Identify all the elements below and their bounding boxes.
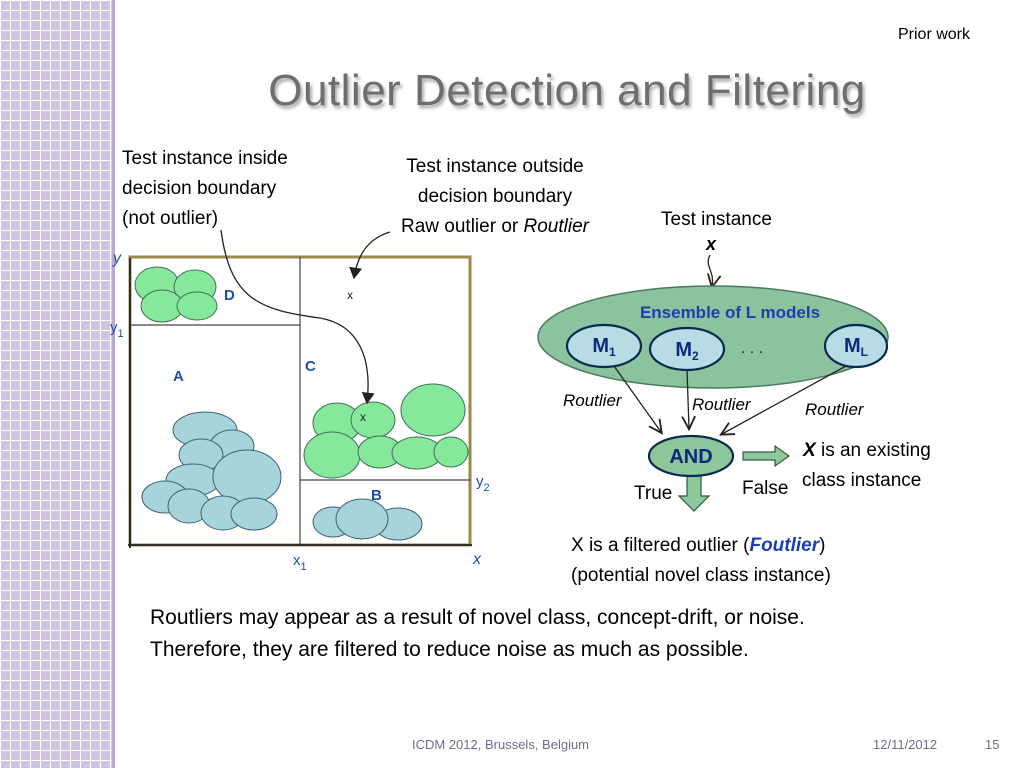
true-label: True xyxy=(634,483,672,504)
test-instance-var: x xyxy=(705,234,717,254)
existing-class-rest: is an existing xyxy=(816,440,931,461)
cluster-b xyxy=(312,498,423,541)
ensemble-title: Ensemble of L models xyxy=(640,303,820,322)
test-instance-label: Test instance xyxy=(661,209,772,230)
footer-page-number: 15 xyxy=(985,737,1000,752)
raw-outlier-prefix: Raw outlier or xyxy=(401,216,524,237)
routlier-term: Routlier xyxy=(523,216,589,237)
inside-boundary-annotation: Test instance inside decision boundary (… xyxy=(122,144,288,234)
model-m2-sub: 2 xyxy=(692,349,699,363)
y2-tick-sub: 2 xyxy=(484,482,490,494)
filtered-prefix: X is a filtered outlier ( xyxy=(571,535,750,556)
cluster-d xyxy=(134,266,218,323)
y1-tick-sub: 1 xyxy=(118,328,124,340)
cluster-a xyxy=(141,411,282,531)
ml-to-and-arrow xyxy=(722,365,847,434)
ensemble-diagram: Test instance x Ensemble of L models M1 … xyxy=(537,209,931,512)
foutlier-term: Foutlier xyxy=(749,535,820,556)
cluster-b-blob xyxy=(335,498,389,540)
cluster-c-blob xyxy=(433,436,469,468)
model-ml-letter: M xyxy=(844,335,861,357)
model-m1 xyxy=(565,323,643,369)
y2-tick-var: y xyxy=(476,473,484,490)
input-arrow xyxy=(708,254,712,286)
inside-instance-marker: x xyxy=(360,410,366,424)
side-strip-edge xyxy=(112,0,115,768)
model-m1-sub: 1 xyxy=(609,345,616,359)
and-gate-label: AND xyxy=(669,446,712,468)
false-output-arrow xyxy=(742,444,791,468)
m1-to-and-arrow xyxy=(613,365,661,432)
section-label: Prior work xyxy=(897,26,970,43)
region-b-label: B xyxy=(371,487,382,504)
footer-date: 12/11/2012 xyxy=(873,737,938,752)
x-axis-label: x xyxy=(472,551,482,568)
inside-annotation-arrow xyxy=(220,229,375,405)
filtered-outlier-line-2: (potential novel class instance) xyxy=(571,565,831,586)
filtered-outlier-line-1: X is a filtered outlier (Foutlier) xyxy=(571,531,831,561)
x1-tick-label: x1 xyxy=(293,552,307,573)
summary-line-1: Routliers may appear as a result of nove… xyxy=(150,606,805,629)
cluster-c-blob xyxy=(400,383,466,437)
outside-annotation-line-2: decision boundary xyxy=(417,186,573,207)
outside-instance-marker: x xyxy=(347,288,353,302)
outside-annotation-line-1: Test instance outside xyxy=(406,156,584,177)
inside-annotation-line-1: Test instance inside xyxy=(122,148,288,169)
slide-title: Outlier Detection and Filtering xyxy=(268,66,866,115)
x1-tick-var: x xyxy=(293,552,301,569)
y1-tick-label: y1 xyxy=(110,319,124,340)
model-ml xyxy=(823,323,889,369)
existing-class-var: X xyxy=(802,440,817,461)
and-gate xyxy=(647,434,735,478)
routlier-label-m1: Routlier xyxy=(563,391,623,410)
cluster-c-blob xyxy=(350,401,396,439)
models-ellipsis: . . . xyxy=(741,340,763,357)
cluster-a-blob xyxy=(230,497,278,531)
y-axis-label: y xyxy=(112,250,122,267)
decorative-side-strip xyxy=(0,0,112,768)
filtered-suffix: ) xyxy=(819,535,826,556)
filtered-outlier-text: X is a filtered outlier (Foutlier) (pote… xyxy=(571,531,831,591)
false-label: False xyxy=(742,478,788,499)
x1-tick-sub: 1 xyxy=(301,561,307,573)
existing-class-line-1: X is an existing xyxy=(802,440,931,461)
model-ml-sub: L xyxy=(861,345,868,359)
cluster-c xyxy=(303,383,469,479)
outside-boundary-annotation: Test instance outside decision boundary … xyxy=(364,152,626,242)
region-d-label: D xyxy=(224,287,235,304)
model-m2-letter: M xyxy=(675,339,692,361)
feature-space-plot: y y1 y2 x1 x D A C B x x xyxy=(110,229,490,573)
cluster-d-blob xyxy=(176,291,218,321)
footer-venue: ICDM 2012, Brussels, Belgium xyxy=(412,737,590,752)
outside-annotation-line-3: Raw outlier or Routlier xyxy=(364,212,626,242)
summary-line-2: Therefore, they are filtered to reduce n… xyxy=(150,638,749,661)
model-m1-letter: M xyxy=(592,335,609,357)
inside-annotation-line-2: decision boundary xyxy=(122,178,277,199)
model-m2-label: M2 xyxy=(675,339,699,363)
region-c-label: C xyxy=(305,358,316,375)
cluster-c-blob xyxy=(303,431,361,479)
routlier-label-ml: Routlier xyxy=(805,400,865,419)
inside-annotation-line-3: (not outlier) xyxy=(122,208,219,229)
y1-tick-var: y xyxy=(110,319,118,336)
region-a-label: A xyxy=(173,368,184,385)
y2-tick-label: y2 xyxy=(476,473,490,494)
m2-to-and-arrow xyxy=(687,369,689,428)
existing-class-line-2: class instance xyxy=(802,470,921,491)
outside-annotation-arrow xyxy=(349,231,391,280)
plot-labels: y y1 y2 x1 x D A C B x x xyxy=(110,250,490,573)
summary-text: Routliers may appear as a result of nove… xyxy=(150,602,805,666)
model-ml-label: ML xyxy=(844,335,868,359)
routlier-label-m2: Routlier xyxy=(692,395,752,414)
model-m1-label: M1 xyxy=(592,335,616,359)
